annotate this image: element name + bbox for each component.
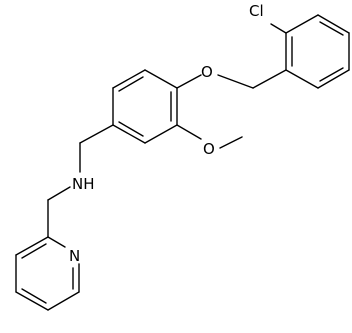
ether-oxygen-label: O	[201, 63, 213, 81]
chlorine-label: Cl	[249, 2, 264, 20]
bond-ring-omethoxy	[176, 124, 202, 140]
bond-c-cl	[270, 23, 287, 34]
chlorophenyl-ring	[285, 14, 350, 89]
pyridine-nitrogen-label: N	[69, 247, 80, 265]
bond-o-methyl	[219, 136, 243, 149]
amine-label: NH	[72, 175, 95, 193]
bond-nh-ch2	[47, 186, 71, 201]
bond-ring-ch2-amine	[79, 124, 114, 144]
methoxy-oxygen-label: O	[203, 140, 215, 158]
pyridine-ring	[15, 236, 80, 311]
bond-ch2-o	[217, 74, 254, 89]
bond-o-ring	[176, 74, 202, 89]
bond-ring-ch2	[252, 69, 287, 89]
central-benzene-ring	[112, 69, 178, 144]
